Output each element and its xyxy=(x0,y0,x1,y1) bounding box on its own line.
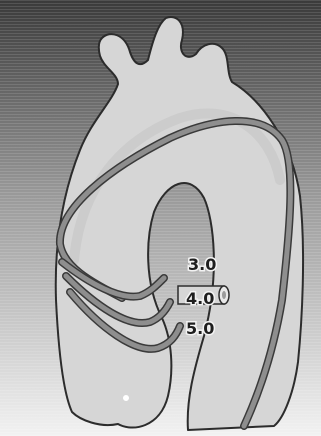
label-size-5-0: 5.0 xyxy=(186,319,214,338)
label-size-3-0: 3.0 xyxy=(188,255,216,274)
label-size-4-0: 4.0 xyxy=(186,289,214,308)
ostium-dot xyxy=(123,395,129,401)
